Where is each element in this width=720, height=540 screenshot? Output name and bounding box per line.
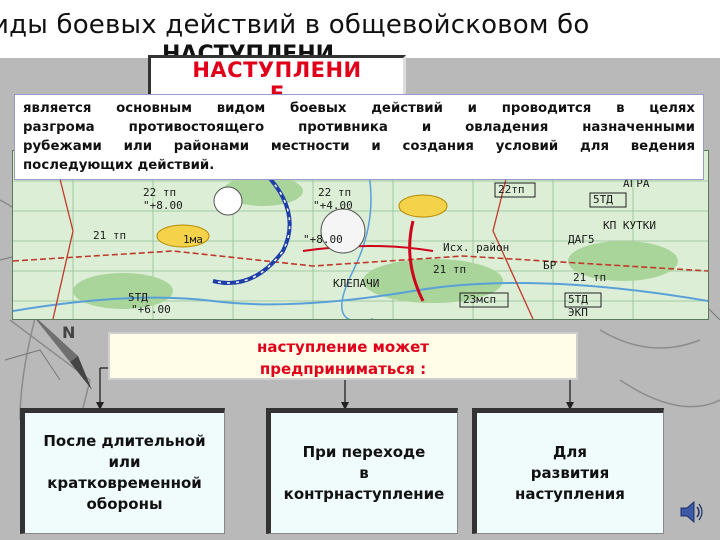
map-label-21tp-left: 21 тп (93, 229, 126, 242)
map-label-kp-kutki: КП КУТКИ (603, 219, 656, 232)
map-label-400: "+4.00 (313, 199, 353, 212)
page-title: иды боевых действий в общевойсковом бо (0, 10, 590, 40)
option-3-line-1: Для (553, 442, 587, 461)
option-box-after-defense: После длительной или кратковременной обо… (20, 408, 225, 534)
map-label-bp: БР (543, 259, 557, 272)
definition-line-2: разгрома противостоящего противника и ов… (23, 120, 695, 135)
map-label-21tp-mid: 21 тп (433, 263, 466, 276)
option-1-line-1: После длительной (43, 432, 206, 450)
map-label-klepachi: КЛЕПАЧИ (333, 277, 379, 290)
svg-text:N: N (62, 323, 75, 342)
map-label-800b: "+8.00 (303, 233, 343, 246)
map-label-ekp: ЭКП (568, 306, 588, 319)
map-label-600: "+6.00 (131, 303, 171, 316)
definition-line-3: рубежами или районами местности и создан… (23, 139, 695, 154)
map-label-21tp-right: 21 тп (573, 271, 606, 284)
map-label-5td-top: 5ТД (593, 193, 613, 206)
title-bar: иды боевых действий в общевойсковом бо Н… (0, 0, 720, 58)
map-label-23msp: 23мсп (463, 293, 496, 306)
option-2-line-2: в (359, 463, 369, 482)
map-label-dags: ДАГ5 (568, 233, 595, 246)
map-label-22tp-left: 22 тп (143, 186, 176, 199)
map-label-22tp-right: 22тп (498, 183, 525, 196)
option-box-counteroffensive: При переходе в контрнаступление (266, 408, 458, 534)
option-box-develop-offensive: Для развития наступления (472, 408, 664, 534)
map-label-ish-rayon: Исх. район (443, 241, 509, 254)
map-label-1ma: 1ма (183, 233, 203, 246)
map-label-800a: "+8.00 (143, 199, 183, 212)
page-title-sub: НАСТУПЛЕНИ (162, 42, 335, 58)
map-label-22tp-mid: 22 тп (318, 186, 351, 199)
map-label-5td-bottom: 5ТД (128, 291, 148, 304)
offense-title-line1: НАСТУПЛЕНИ (192, 58, 362, 82)
map-label-agra: АГРА (623, 177, 650, 190)
option-1-line-4: обороны (86, 495, 163, 513)
map-label-5td-mid: 5ТД (568, 293, 588, 306)
option-3-line-3: наступления (515, 484, 625, 503)
option-2-line-3: контрнаступление (283, 484, 445, 503)
option-1-line-2: или (108, 453, 141, 471)
definition-line-1: является основным видом боевых действий … (23, 101, 695, 116)
definition-line-4: последующих действий. (23, 158, 215, 173)
speaker-icon[interactable] (678, 498, 704, 526)
may-undertake-line-2: предприниматься : (259, 360, 427, 378)
option-1-line-3: кратковременной (47, 474, 202, 492)
definition-box: является основным видом боевых действий … (14, 94, 704, 180)
may-undertake-box: наступление может предприниматься : (108, 332, 578, 380)
may-undertake-line-1: наступление может (256, 338, 429, 356)
compass-arrow-icon: N (30, 312, 92, 390)
option-3-line-2: развития (530, 463, 610, 482)
option-2-line-1: При переходе (302, 442, 426, 461)
